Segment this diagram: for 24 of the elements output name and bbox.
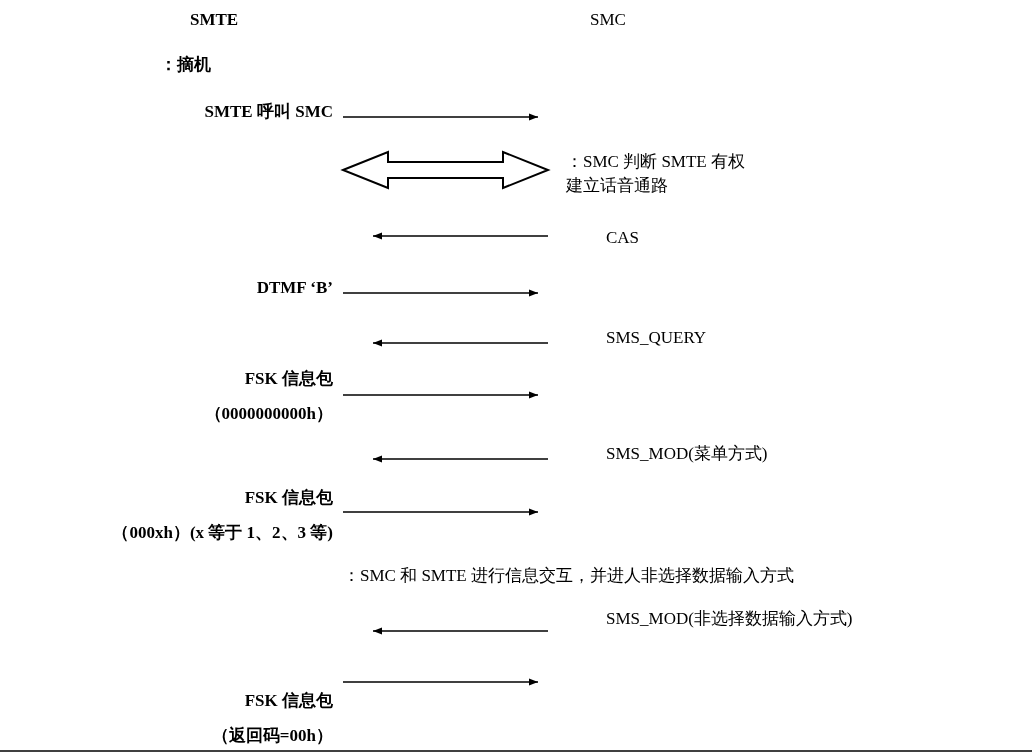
state-note: ：SMC 和 SMTE 进行信息交互，并进人非选择数据输入方式 — [343, 565, 794, 587]
message-arrow — [342, 113, 539, 121]
message-text: SMS_MOD(非选择数据输入方式) — [548, 601, 968, 636]
message-arrow — [342, 508, 539, 516]
message-arrow — [372, 339, 549, 347]
message-text: FSK 信息包（000xh）(x 等于 1、2、3 等) — [0, 488, 343, 542]
state-note: ：摘机 — [160, 54, 211, 76]
message-text: CAS — [548, 220, 668, 255]
participant-label: SMC — [590, 9, 626, 31]
double-block-arrow — [340, 150, 551, 190]
message-arrow — [372, 627, 549, 635]
message-text: SMS_QUERY — [548, 320, 748, 355]
message-arrow — [342, 391, 539, 399]
message-arrow — [372, 232, 549, 240]
message-arrow — [342, 289, 539, 297]
message-text: FSK 信息包（返回码=00h） — [140, 691, 343, 745]
message-text: DTMF ‘B’ — [200, 273, 343, 303]
participant-label: SMTE — [190, 9, 239, 31]
message-text: SMS_MOD(菜单方式) — [548, 436, 808, 471]
message-text: FSK 信息包（0000000000h） — [140, 369, 343, 423]
message-arrow — [372, 455, 549, 463]
message-arrow — [342, 678, 539, 686]
message-text: ：SMC 判断 SMTE 有权建立话音通路 — [548, 150, 760, 198]
message-text: SMTE 呼叫 SMC — [160, 97, 343, 127]
